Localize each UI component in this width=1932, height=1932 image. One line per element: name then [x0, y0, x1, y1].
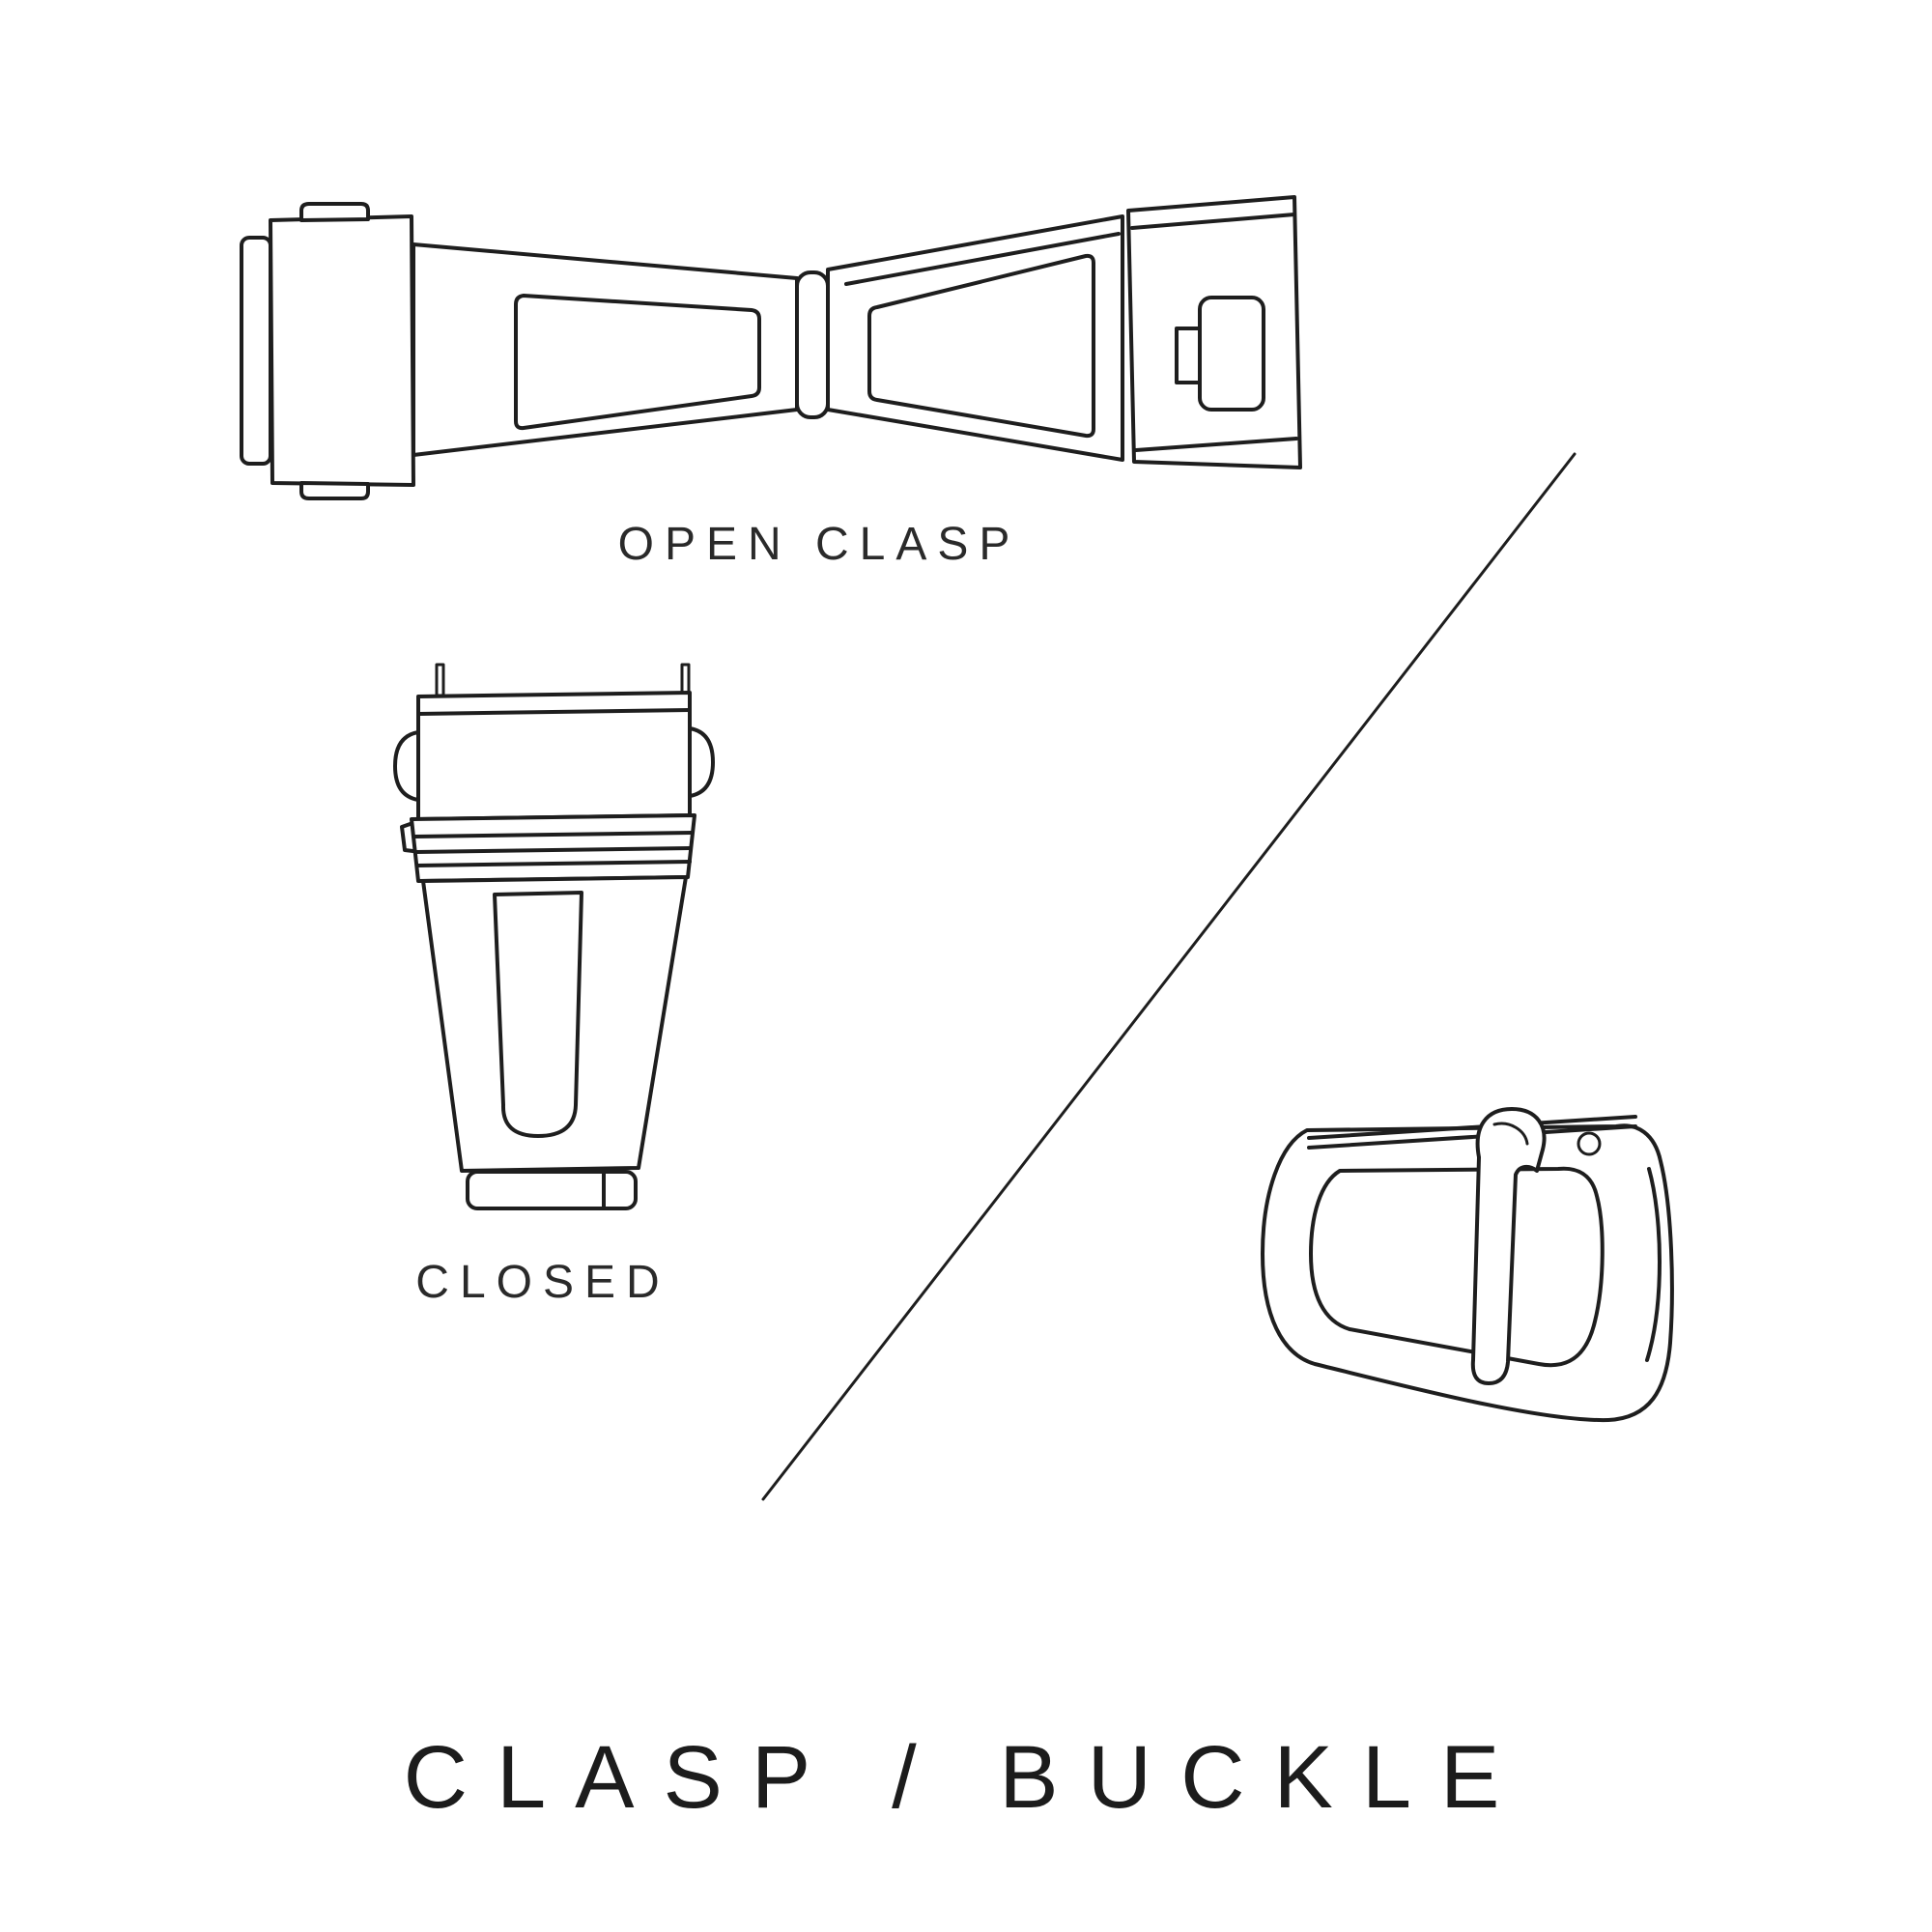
open-clasp-illustration: [240, 195, 1302, 500]
open-clasp-right-arm: [826, 214, 1124, 462]
closed-clasp-body: [421, 875, 688, 1173]
closed-clasp-prongs: [435, 663, 691, 697]
open-clasp-label: OPEN CLASP: [617, 519, 1021, 570]
open-clasp-left-arm: [412, 242, 799, 457]
closed-label: CLOSED: [415, 1257, 670, 1308]
open-clasp-right-end: [1126, 195, 1302, 469]
closed-clasp-illustration: [393, 663, 715, 1210]
buckle-frame: [1261, 1123, 1674, 1423]
buckle-spring-bar: [1307, 1115, 1637, 1156]
closed-clasp-bottom-bar: [466, 1170, 638, 1210]
open-clasp-hinge: [795, 270, 830, 419]
buckle-tang: [1470, 1107, 1547, 1385]
closed-clasp-top-block: [393, 691, 715, 821]
tang-buckle-illustration: [1261, 1107, 1674, 1423]
divider-line: [761, 452, 1577, 1501]
page-title: CLASP / BUCKLE: [403, 1728, 1529, 1827]
closed-clasp-hinge-band: [400, 813, 696, 883]
